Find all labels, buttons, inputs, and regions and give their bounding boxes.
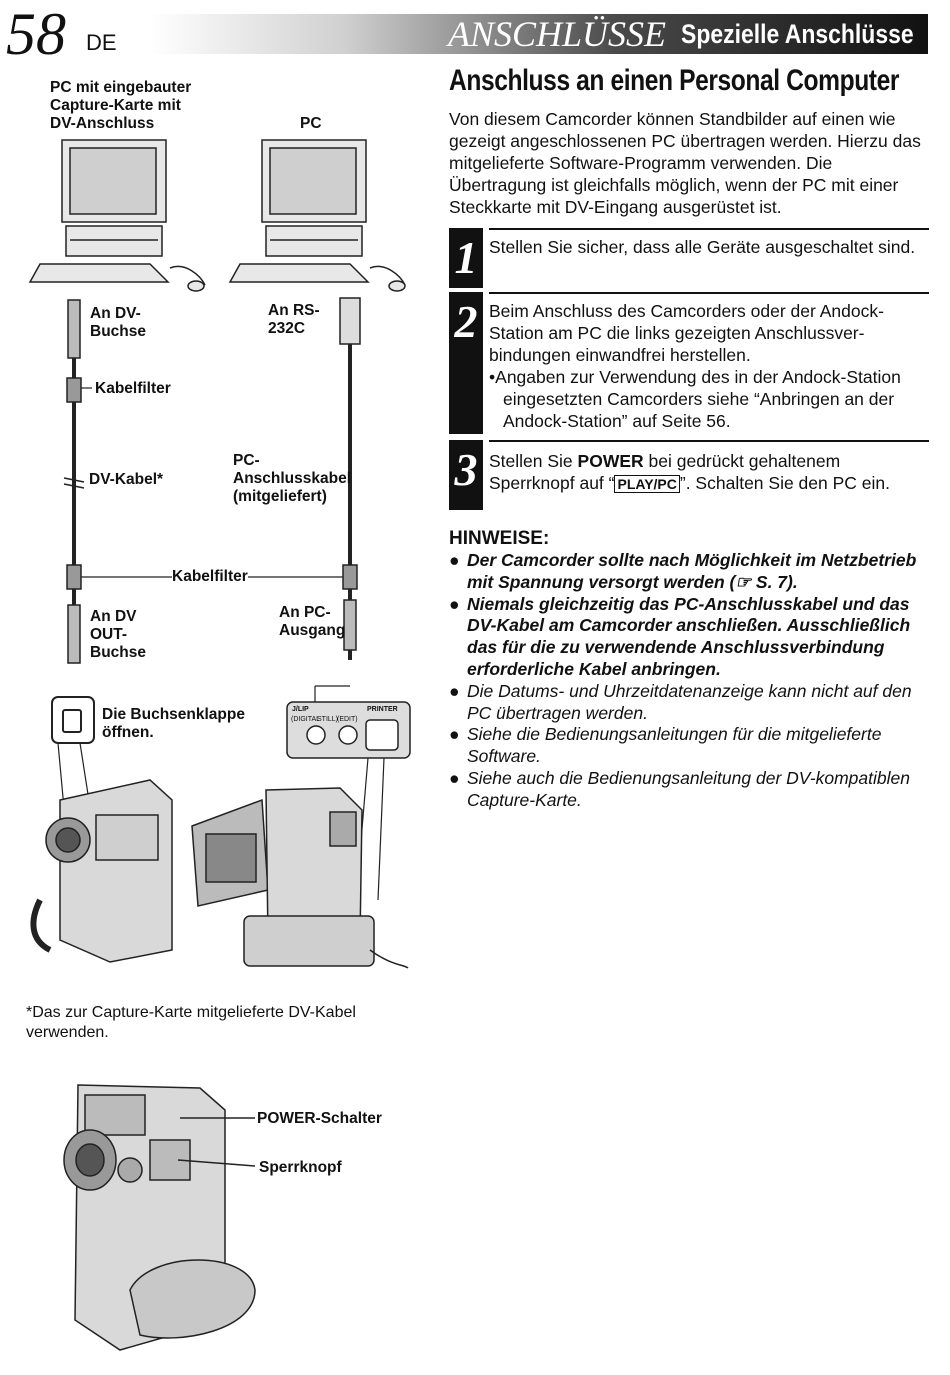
play-pc-key: PLAY/PC — [614, 475, 680, 493]
kabelfilter-label-1: Kabelfilter — [95, 380, 171, 397]
camcorder-bottom — [63, 1084, 256, 1351]
intro-paragraph: Von diesem Camcorder können Standbilder … — [449, 109, 921, 217]
step-rule-3 — [489, 440, 929, 442]
port-printer-text: PRINTER — [367, 706, 398, 713]
kabelfilter-label-2: Kabelfilter — [172, 568, 248, 585]
step-2-bullet-text: Angaben zur Verwendung des in der Andock… — [495, 367, 901, 431]
notes-title: HINWEISE: — [449, 528, 550, 549]
step-2-main: Beim Anschluss des Camcorders oder der A… — [489, 301, 884, 365]
port-jlip-text: J/LIP — [292, 706, 309, 713]
page-number: 58 — [6, 1, 66, 67]
buchsenklappe-label: Die Buchsenklappe öffnen. — [102, 706, 245, 741]
cover-icon — [51, 696, 95, 744]
step-3-bold: POWER — [577, 451, 644, 471]
note-item: ● Siehe die Bedienungsanleitungen für die… — [449, 724, 929, 768]
step-3-post: ”. Schalten Sie den PC ein. — [679, 473, 890, 493]
step-rule-1 — [489, 228, 929, 230]
note-item: ● Die Datums- und Uhrzeitdatenanzeige kan… — [449, 681, 929, 725]
pc-capture-icon — [28, 139, 206, 292]
sperrknopf-label: Sperrknopf — [259, 1159, 342, 1176]
page-title: Anschluss an einen Personal Computer — [449, 64, 900, 97]
page-language: DE — [86, 30, 117, 55]
step-number-1: 1 — [449, 228, 483, 288]
dv-kabel-label: DV-Kabel* — [89, 471, 164, 488]
an-dv-buchse-label: An DV-Buchse — [90, 305, 146, 340]
power-schalter-label: POWER-Schalter — [257, 1110, 382, 1127]
step-text-2: Beim Anschluss des Camcorders oder der A… — [489, 300, 929, 432]
footnote: *Das zur Capture-Karte mitgelieferte DV-… — [26, 1004, 356, 1041]
note-text: Der Camcorder sollte nach Möglichkeit im… — [467, 550, 917, 592]
subsection-title: Spezielle Anschlüsse — [681, 19, 914, 49]
pc-capture-label: PC mit eingebauter Capture-Karte mit DV-… — [50, 79, 192, 132]
step-number-3: 3 — [449, 440, 483, 510]
note-item: ● Niemals gleichzeitig das PC-Anschlusska… — [449, 594, 929, 681]
an-rs232c-label: An RS-232C — [268, 302, 320, 337]
step-3-mid: bei gedrückt gehaltenem Sperrknopf auf “ — [489, 451, 841, 493]
pc-cable — [339, 297, 361, 660]
step-3-pre: Stellen Sie — [489, 451, 578, 471]
step-rule-2 — [489, 292, 929, 294]
step-2-bullet: •Angaben zur Verwendung des in der Andoc… — [489, 367, 901, 431]
note-text: Siehe auch die Bedienungsanleitung der D… — [467, 767, 910, 810]
port-digital-text: (DIGITAL — [291, 716, 321, 723]
step-text-3: Stellen Sie POWER bei gedrückt gehaltene… — [489, 450, 929, 495]
bullet-icon: ● — [449, 550, 460, 570]
notes-list: ● Der Camcorder sollte nach Möglichkeit i… — [449, 550, 929, 812]
step-text-1: Stellen Sie sicher, dass alle Geräte aus… — [489, 237, 916, 257]
section-title: ANSCHLÜSSE — [447, 14, 666, 54]
note-item: ● Siehe auch die Bedienungsanleitung der … — [449, 768, 929, 812]
pc-anschlusskabel-label: PC-Anschlusskabel (mitgeliefert) — [233, 452, 352, 505]
section-header-bar: ANSCHLÜSSE Spezielle Anschlüsse — [150, 14, 928, 54]
bullet-icon: ● — [449, 767, 460, 788]
camcorder-left — [30, 779, 173, 963]
dv-cable — [63, 299, 85, 664]
pc-label: PC — [300, 115, 322, 132]
port-edit-text: (EDIT) — [337, 716, 358, 723]
an-dv-out-label: An DV OUT-Buchse — [90, 608, 146, 661]
note-item: ● Der Camcorder sollte nach Möglichkeit i… — [449, 550, 929, 594]
bullet-icon: ● — [449, 680, 460, 701]
note-text: Die Datums- und Uhrzeitdatenanzeige kann… — [467, 680, 912, 723]
note-text: Niemals gleichzeitig das PC-Anschlusskab… — [467, 593, 911, 679]
bullet-icon: ● — [449, 724, 460, 745]
note-text: Siehe die Bedienungsanleitungen für die … — [467, 724, 882, 767]
an-pc-ausgang-label: An PC-Ausgang — [279, 604, 346, 639]
pc-icon — [228, 139, 406, 292]
port-panel — [286, 701, 411, 759]
port-still-text: STILL) — [317, 716, 339, 723]
camcorder-docked — [191, 787, 409, 969]
step-number-2: 2 — [449, 292, 483, 434]
bullet-icon: ● — [449, 593, 460, 614]
